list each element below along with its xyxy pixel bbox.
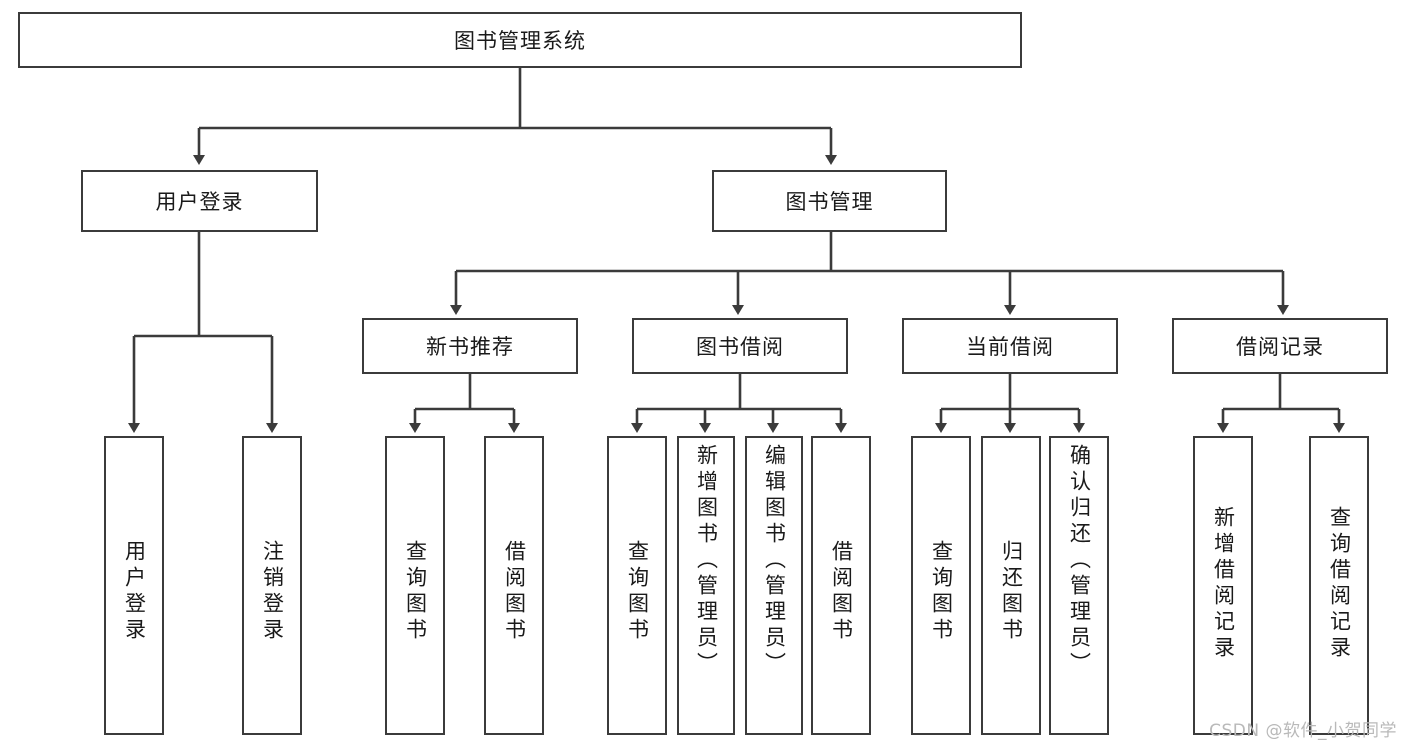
node-label: 编辑图书（管理员）	[762, 444, 787, 678]
node-new-book-recommend[interactable]: 新书推荐	[362, 318, 578, 374]
leaf-book-borrow-add-admin[interactable]: 新增图书（管理员）	[677, 436, 735, 735]
leaf-book-borrow-borrow[interactable]: 借阅图书	[811, 436, 871, 735]
node-label: 查询借阅记录	[1327, 506, 1352, 662]
node-label: 用户登录	[122, 540, 147, 644]
node-book-borrow[interactable]: 图书借阅	[632, 318, 848, 374]
node-label: 查询图书	[929, 540, 954, 644]
node-label: 当前借阅	[966, 335, 1054, 359]
node-label: 归还图书	[999, 540, 1024, 644]
leaf-current-borrow-return[interactable]: 归还图书	[981, 436, 1041, 735]
node-label: 新书推荐	[426, 335, 514, 359]
node-book-management[interactable]: 图书管理	[712, 170, 947, 232]
node-label: 用户登录	[155, 190, 244, 214]
node-label: 注销登录	[260, 540, 285, 644]
leaf-borrow-record-add[interactable]: 新增借阅记录	[1193, 436, 1253, 735]
node-borrow-record[interactable]: 借阅记录	[1172, 318, 1388, 374]
node-label: 查询图书	[625, 540, 650, 644]
leaf-new-book-query[interactable]: 查询图书	[385, 436, 445, 735]
node-label: 新增图书（管理员）	[694, 444, 719, 678]
leaf-current-borrow-query[interactable]: 查询图书	[911, 436, 971, 735]
node-user-login[interactable]: 用户登录	[81, 170, 318, 232]
node-label: 借阅图书	[502, 540, 527, 644]
leaf-borrow-record-query[interactable]: 查询借阅记录	[1309, 436, 1369, 735]
node-current-borrow[interactable]: 当前借阅	[902, 318, 1118, 374]
leaf-current-borrow-confirm-admin[interactable]: 确认归还（管理员）	[1049, 436, 1109, 735]
node-label: 借阅记录	[1236, 335, 1324, 359]
node-label: 新增借阅记录	[1211, 506, 1236, 662]
node-label: 图书借阅	[696, 335, 784, 359]
node-label: 查询图书	[403, 540, 428, 644]
leaf-user-login-logout[interactable]: 注销登录	[242, 436, 302, 735]
node-label: 确认归还（管理员）	[1067, 444, 1092, 678]
leaf-book-borrow-query[interactable]: 查询图书	[607, 436, 667, 735]
node-label: 借阅图书	[829, 540, 854, 644]
leaf-new-book-borrow[interactable]: 借阅图书	[484, 436, 544, 735]
node-root-system[interactable]: 图书管理系统	[18, 12, 1022, 68]
node-label: 图书管理系统	[454, 29, 586, 53]
watermark-text: CSDN @软件_小贺同学	[1209, 721, 1397, 741]
leaf-user-login-login[interactable]: 用户登录	[104, 436, 164, 735]
node-label: 图书管理	[785, 190, 874, 214]
leaf-book-borrow-edit-admin[interactable]: 编辑图书（管理员）	[745, 436, 803, 735]
